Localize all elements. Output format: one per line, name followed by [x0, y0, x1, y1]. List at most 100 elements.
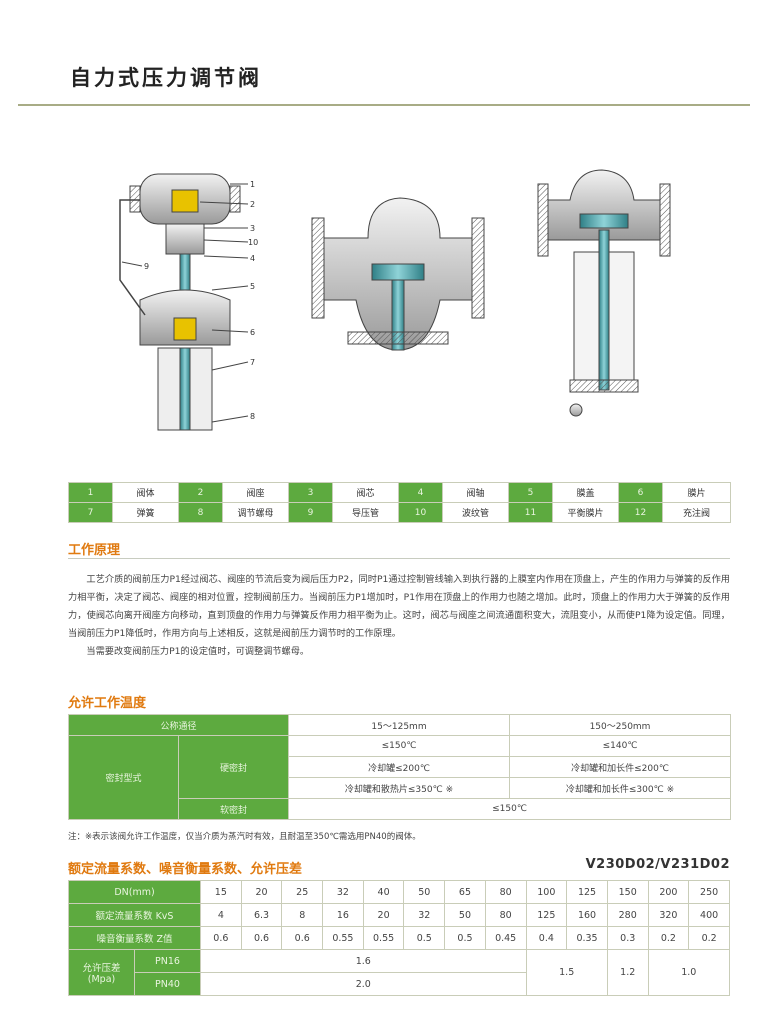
part-number: 5: [508, 482, 553, 503]
svg-text:4: 4: [250, 254, 255, 263]
table-cell: 1.0: [647, 949, 731, 996]
table-cell: 65: [444, 880, 486, 904]
valve-body-drawing: [311, 197, 485, 351]
table-cell: 8: [281, 903, 324, 927]
table-row: 公称通径 15～125mm 150～250mm: [67, 714, 732, 736]
table-cell: 80: [484, 903, 527, 927]
table-row: 允许压差 (Mpa) PN16 1.6 1.5 1.2 1.0: [68, 949, 731, 996]
soft-seal-label: 软密封: [177, 798, 290, 820]
model-code: V230D02/V231D02: [585, 857, 730, 872]
part-number: 6: [618, 482, 663, 503]
kvs-label: 额定流量系数 KvS: [68, 903, 201, 927]
principle-paragraph: 当需要改变阀前压力P1的设定值时，可调整调节螺母。: [86, 646, 310, 657]
table-cell: 40: [362, 880, 405, 904]
table-cell: 1.6: [200, 949, 527, 973]
part-number: 10: [398, 502, 443, 523]
svg-text:9: 9: [144, 262, 149, 271]
title-divider: [18, 104, 750, 106]
part-number: 1: [68, 482, 113, 503]
extended-valve-drawing: [537, 169, 671, 417]
table-cell: 25: [281, 880, 324, 904]
table-cell: 0.6: [200, 926, 242, 950]
table-cell: 2.0: [200, 972, 527, 996]
hard-seal-label: 硬密封: [177, 735, 290, 799]
part-number: 12: [618, 502, 663, 523]
table-cell: 125: [566, 880, 608, 904]
table-cell: 50: [444, 903, 486, 927]
pn16-label: PN16: [134, 949, 201, 973]
principle-heading: 工作原理: [68, 543, 121, 558]
svg-text:6: 6: [250, 328, 255, 337]
table-cell: 冷却罐≤200℃: [288, 756, 511, 778]
svg-text:7: 7: [250, 358, 255, 367]
table-cell: 100: [525, 880, 568, 904]
table-cell: 0.6: [281, 926, 324, 950]
valve-illustrations: 1 2 3 10 4 9 5 6 7 8: [119, 169, 671, 431]
table-cell: 0.2: [647, 926, 690, 950]
part-name: 导压管: [332, 502, 399, 523]
flow-table: DN(mm) 15 20 25 32 40 50 65 80 100 125 1…: [68, 880, 731, 996]
table-row: 软密封 ≤150℃: [69, 798, 732, 820]
table-cell: 150: [606, 880, 649, 904]
table-cell: 0.6: [240, 926, 283, 950]
assembly-drawing: 1 2 3 10 4 9 5 6 7 8: [119, 173, 258, 431]
table-cell: 1.2: [606, 949, 649, 996]
svg-text:3: 3: [250, 224, 255, 233]
table-cell: 200: [647, 880, 690, 904]
svg-text:2: 2: [250, 200, 255, 209]
dn-label: DN(mm): [68, 880, 201, 904]
table-cell: 320: [647, 903, 690, 927]
svg-text:1: 1: [250, 180, 255, 189]
table-row: 额定流量系数 KvS 4 6.3 8 16 20 32 50 80 125 16…: [68, 903, 730, 927]
pressure-diff-label: 允许压差 (Mpa): [68, 949, 135, 996]
part-number: 9: [288, 502, 333, 523]
part-number: 7: [68, 502, 113, 523]
principle-paragraph: 工艺介质的阀前压力P1经过阀芯、阀座的节流后变为阀后压力P2，同时P1通过控制管…: [68, 574, 730, 639]
table-cell: ≤150℃: [288, 798, 732, 820]
part-number: 2: [178, 482, 223, 503]
table-row: 冷却罐和散热片≤350℃ ※ 冷却罐和加长件≤300℃ ※: [69, 777, 732, 799]
flow-heading: 额定流量系数、噪音衡量系数、允许压差: [68, 862, 303, 877]
seal-type-label: 密封型式: [68, 735, 179, 820]
table-cell: 125: [525, 903, 568, 927]
table-cell: 400: [688, 903, 730, 927]
table-cell: 0.45: [484, 926, 527, 950]
table-cell: 150～250mm: [509, 714, 732, 736]
part-name: 阀体: [112, 482, 179, 503]
part-name: 充注阀: [662, 502, 731, 523]
z-label: 噪音衡量系数 Z值: [68, 926, 201, 950]
part-name: 阀轴: [442, 482, 509, 503]
table-cell: 冷却罐和加长件≤300℃ ※: [509, 777, 732, 799]
pn40-label: PN40: [134, 972, 201, 996]
svg-text:5: 5: [250, 282, 255, 291]
table-cell: 4: [200, 903, 242, 927]
table-cell: 0.55: [322, 926, 364, 950]
part-name: 膜盖: [552, 482, 619, 503]
table-cell: 0.4: [525, 926, 568, 950]
nominal-diameter-label: 公称通径: [67, 714, 290, 736]
part-name: 阀座: [222, 482, 289, 503]
principle-text: 工艺介质的阀前压力P1经过阀芯、阀座的节流后变为阀后压力P2，同时P1通过控制管…: [68, 571, 730, 661]
parts-row: 7 弹簧 8 调节螺母 9 导压管 10 波纹管 11 平衡膜片 12 充注阀: [68, 502, 731, 523]
part-number: 11: [508, 502, 553, 523]
table-cell: 0.3: [606, 926, 649, 950]
table-cell: 15～125mm: [288, 714, 511, 736]
table-cell: 32: [403, 903, 446, 927]
part-number: 8: [178, 502, 223, 523]
table-row: 噪音衡量系数 Z值 0.6 0.6 0.6 0.55 0.55 0.5 0.5 …: [68, 926, 730, 950]
table-cell: 0.55: [362, 926, 405, 950]
svg-text:10: 10: [248, 238, 258, 247]
part-number: 4: [398, 482, 443, 503]
table-cell: 20: [240, 880, 283, 904]
parts-table: 1 阀体 2 阀座 3 阀芯 4 阀轴 5 膜盖 6 膜片 7 弹簧 8 调节螺…: [68, 482, 731, 523]
part-name: 膜片: [662, 482, 731, 503]
page-title: 自力式压力调节阀: [70, 66, 262, 90]
parts-row: 1 阀体 2 阀座 3 阀芯 4 阀轴 5 膜盖 6 膜片: [68, 482, 731, 503]
table-cell: 0.35: [566, 926, 608, 950]
table-cell: 1.5: [525, 949, 608, 996]
table-cell: 50: [403, 880, 446, 904]
table-row: DN(mm) 15 20 25 32 40 50 65 80 100 125 1…: [68, 880, 730, 904]
table-cell: 280: [606, 903, 649, 927]
table-cell: 160: [566, 903, 608, 927]
table-cell: 0.5: [403, 926, 446, 950]
